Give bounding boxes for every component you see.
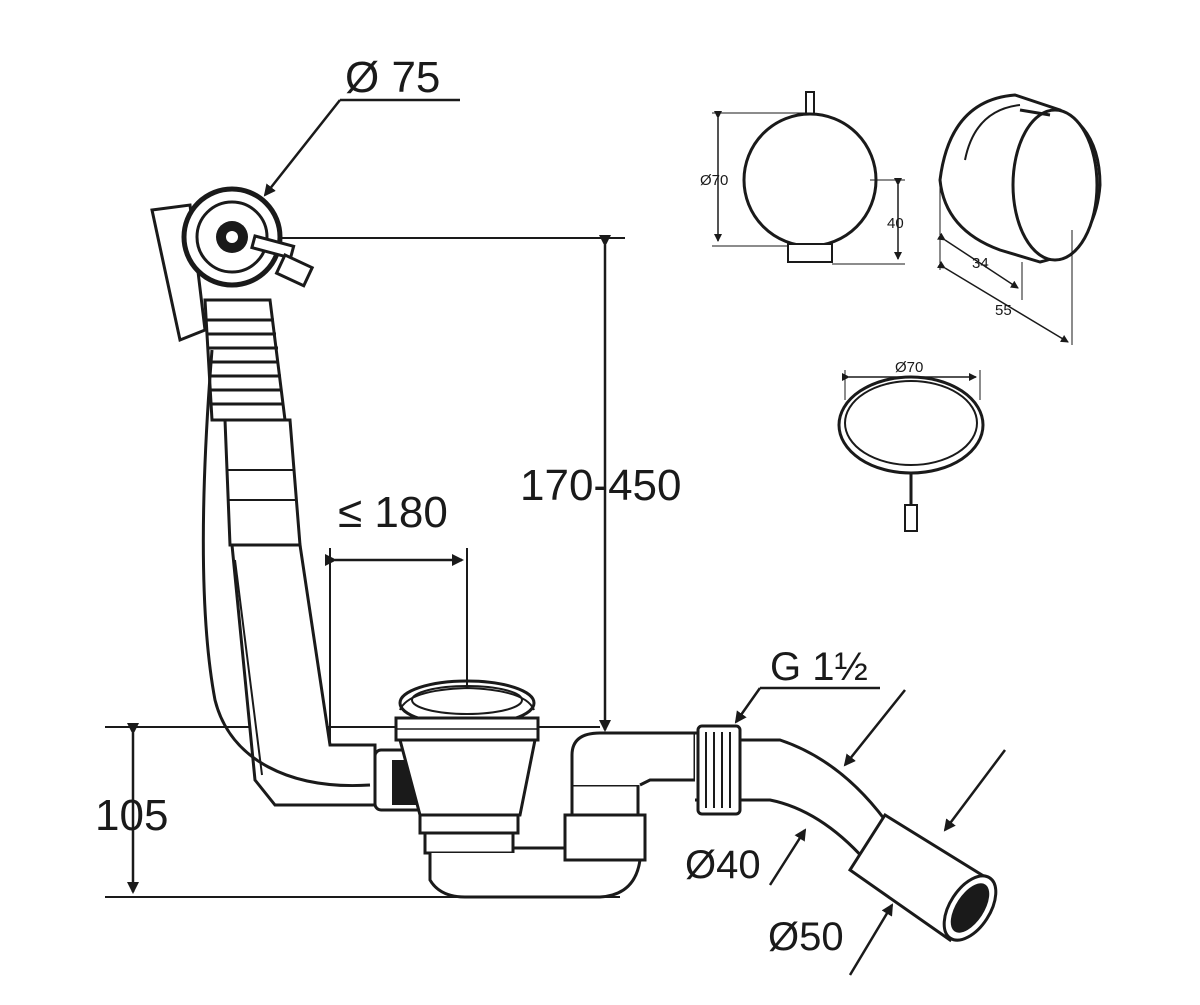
label-side-diameter: Ø70 xyxy=(700,172,728,189)
label-max-distance: ≤ 180 xyxy=(338,488,448,537)
label-plug-diameter: Ø70 xyxy=(895,359,923,376)
label-pipe-d50: Ø50 xyxy=(768,915,844,959)
label-pipe-d40: Ø40 xyxy=(685,843,761,887)
label-height-low: 105 xyxy=(95,791,168,840)
label-thread: G 1½ xyxy=(770,645,868,689)
detail-plug-view: Ø70 xyxy=(837,359,985,532)
detail-side-view: Ø70 40 xyxy=(700,91,905,265)
label-cap-depth-inner: 34 xyxy=(972,255,989,272)
detail-cap-view: 34 55 xyxy=(936,93,1102,345)
bowden-cable xyxy=(201,349,371,788)
bath-waste-assembly xyxy=(105,186,998,943)
waste-body xyxy=(394,679,642,899)
label-overflow-diameter: Ø 75 xyxy=(345,53,440,102)
coupling-nut xyxy=(696,724,742,816)
label-height-range: 170-450 xyxy=(520,461,681,510)
flexible-hose xyxy=(203,298,287,422)
outlet-elbow xyxy=(563,731,707,862)
overflow-head xyxy=(150,186,315,343)
label-side-height: 40 xyxy=(887,215,904,232)
label-cap-depth-outer: 55 xyxy=(995,302,1012,319)
drain-pipe xyxy=(738,738,998,943)
dimensions xyxy=(127,98,1006,976)
overflow-pipe xyxy=(223,418,377,807)
